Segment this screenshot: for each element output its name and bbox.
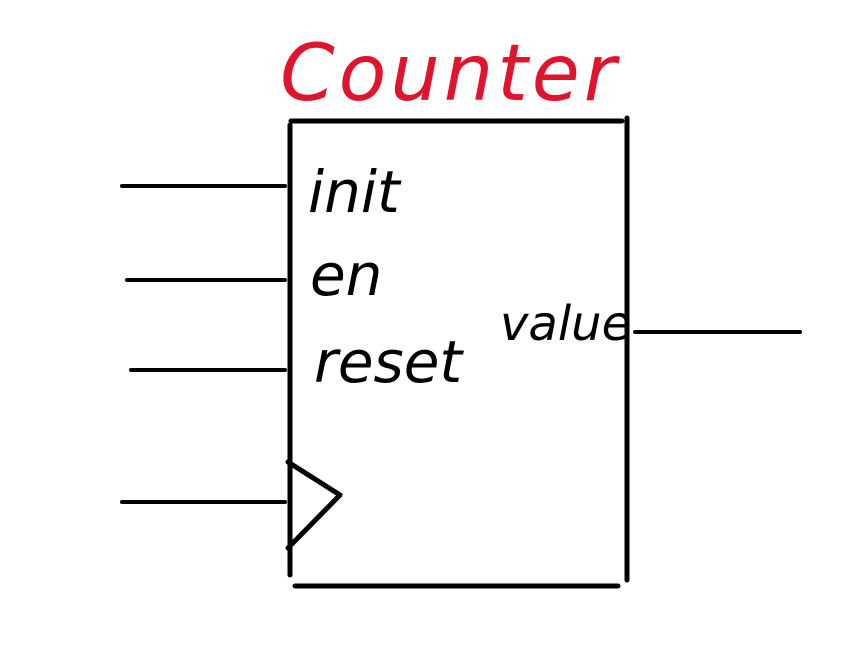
block-title: Counter (280, 29, 621, 119)
counter-block (287, 115, 630, 589)
port-label-reset: reset (314, 328, 464, 396)
port-label-init: init (308, 158, 402, 226)
clock-triangle-icon (285, 459, 343, 551)
port-label-value: value (500, 296, 631, 352)
port-label-en: en (310, 241, 382, 309)
